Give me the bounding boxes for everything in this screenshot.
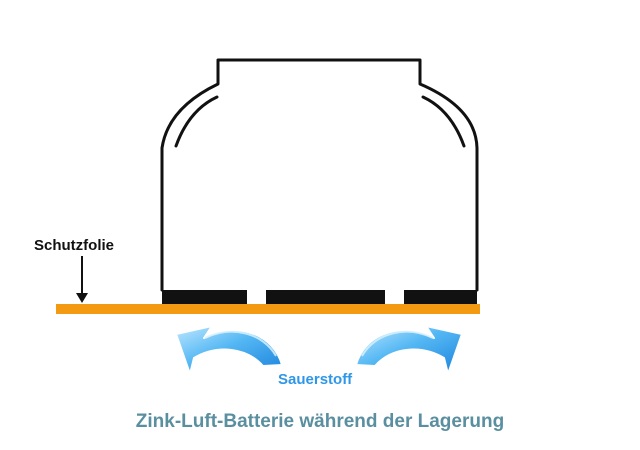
protective-film-label: Schutzfolie xyxy=(34,237,115,254)
protective-film-strip xyxy=(56,304,480,314)
bottom-segment-left xyxy=(162,290,247,304)
oxygen-arrow-left xyxy=(175,325,283,375)
oxygen-arrow-right xyxy=(355,325,463,375)
battery-outline xyxy=(160,58,479,292)
battery-bottom xyxy=(162,290,477,304)
protective-film-pointer-arrow xyxy=(76,256,88,303)
diagram-caption: Zink-Luft-Batterie während der Lagerung xyxy=(135,411,505,432)
bottom-segment-right xyxy=(404,290,477,304)
bottom-segment-middle xyxy=(266,290,385,304)
oxygen-label: Sauerstoff xyxy=(278,371,353,388)
